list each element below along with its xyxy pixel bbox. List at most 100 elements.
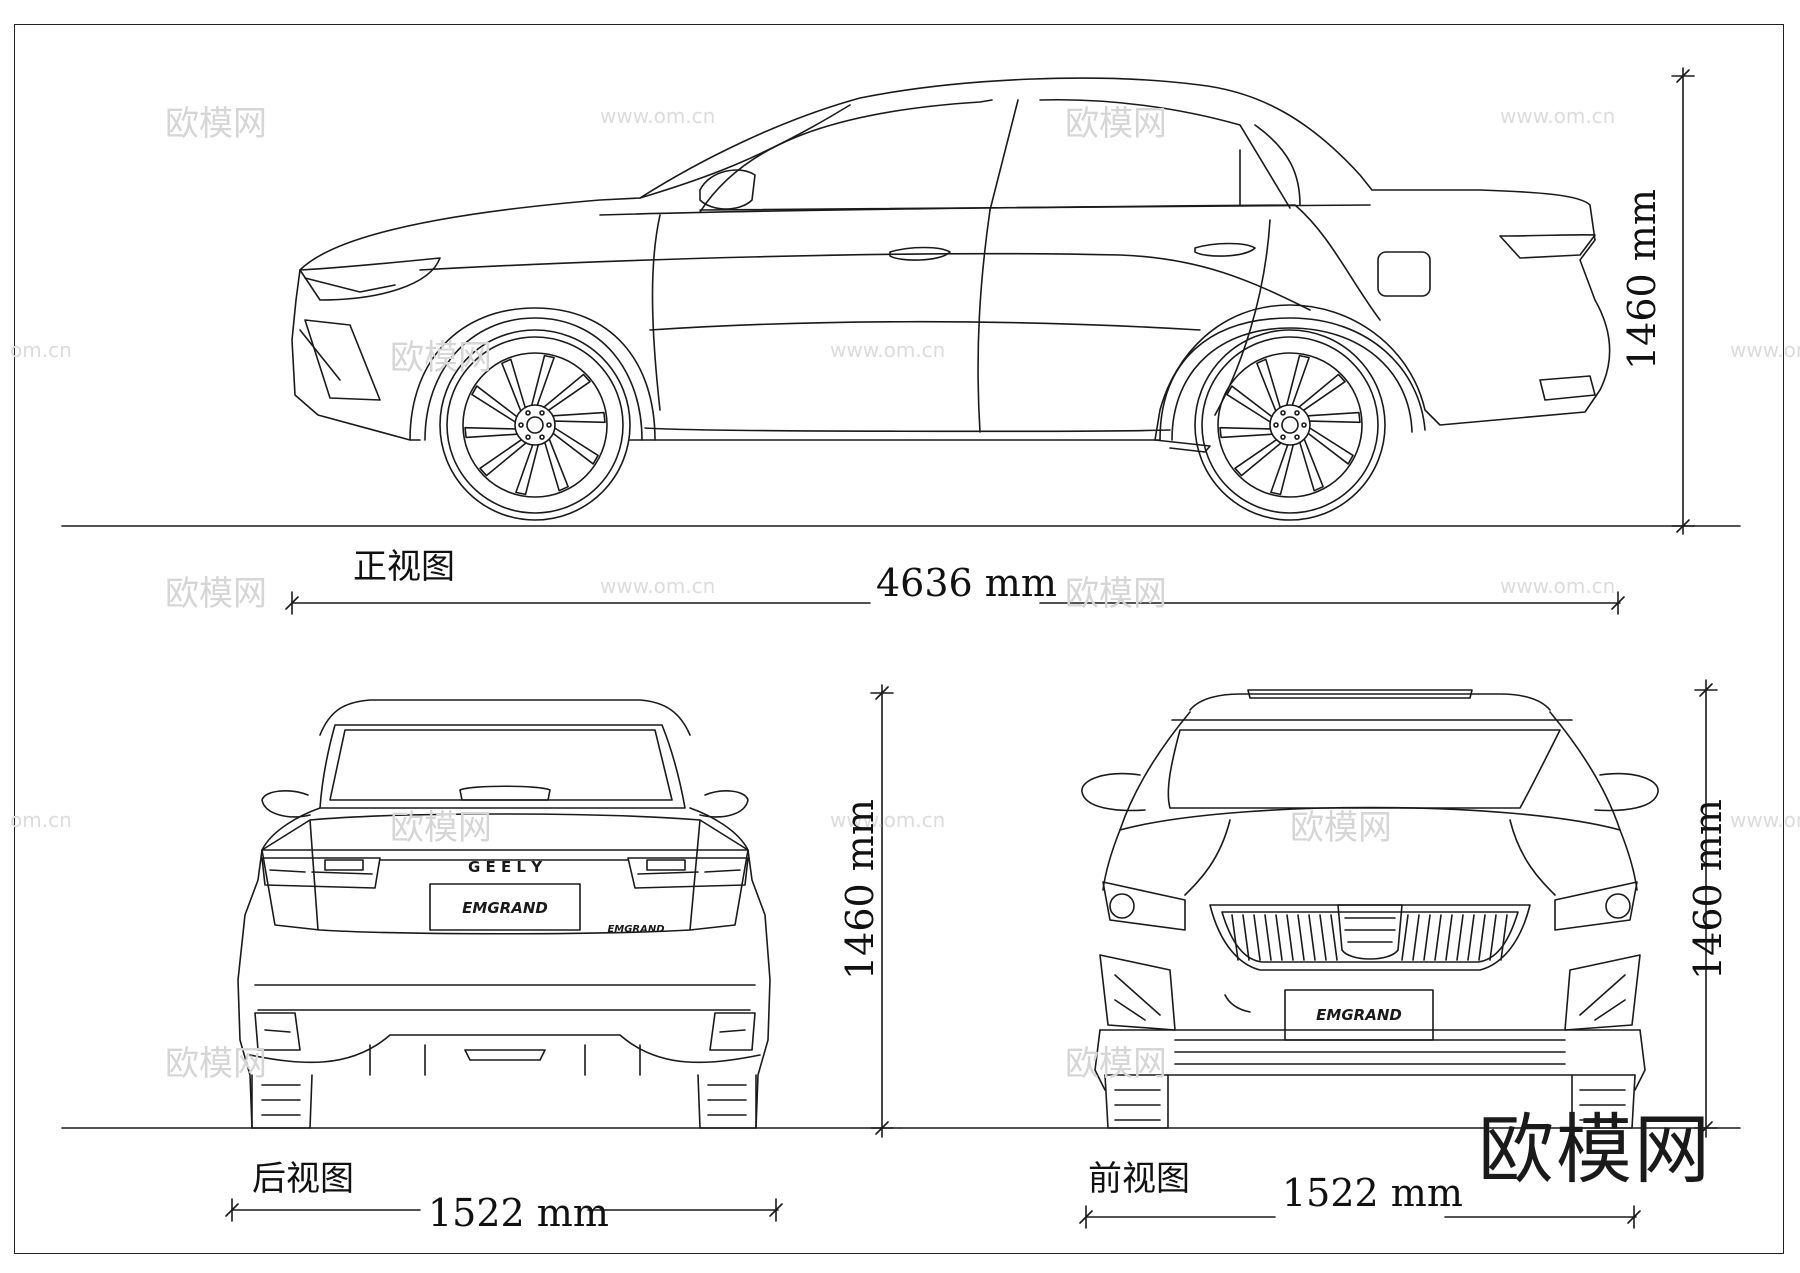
wheel-lug-nut [539, 434, 545, 440]
wheel-ring [1201, 336, 1379, 514]
side-height-dimension-text: 1460 mm [1620, 189, 1664, 370]
front-height-dimension-text: 1460 mm [1686, 799, 1730, 980]
rear-width-dimension [225, 1198, 783, 1222]
wheel-lug-nut [525, 410, 531, 416]
wheel-spoke [1219, 426, 1274, 439]
grille-bar [1500, 914, 1508, 961]
grille-bar [1467, 914, 1475, 961]
watermark-brand: 欧模网 [1065, 104, 1167, 144]
front-model-plate-text: EMGRAND [1316, 1006, 1402, 1024]
grille-bar [1489, 914, 1497, 961]
side-view-car [61, 77, 1741, 527]
wheel-spoke [1256, 358, 1281, 412]
wheel-spoke [551, 411, 606, 424]
front-view-car [899, 689, 1741, 1129]
wheel-lug-nut [539, 410, 545, 416]
wheel-lug-nut [1273, 422, 1279, 428]
wheel-ring [462, 352, 608, 498]
front-view-label: 前视图 [1088, 1159, 1190, 1199]
side-length-dimension [285, 591, 1625, 615]
wheel-spoke [1298, 373, 1346, 412]
wheel-spoke [544, 438, 569, 492]
grille-bar [1231, 914, 1239, 961]
grille-bar [1401, 914, 1409, 961]
wheel-spoke [1234, 438, 1282, 477]
watermark-url: om.cn [10, 338, 72, 362]
wheel-ring [1269, 404, 1311, 446]
watermark-url: www.om.cn [830, 808, 946, 832]
wheel-spoke [1307, 427, 1354, 465]
grille-bar [1275, 914, 1283, 961]
watermark-brand: 欧模网 [1065, 574, 1167, 614]
front-width-dimension-text: 1522 mm [1282, 1171, 1463, 1215]
watermark-url: www.om.cn [1730, 338, 1800, 362]
watermark-brand: 欧模网 [390, 338, 492, 378]
side-wheel [1194, 329, 1386, 521]
side-height-dimension [1671, 67, 1695, 535]
grille-bar [1264, 914, 1272, 961]
wheel-lug-nut [518, 422, 524, 428]
watermark-brand: 欧模网 [165, 1044, 267, 1084]
wheel-spoke [464, 426, 519, 439]
side-view-label: 正视图 [353, 547, 455, 587]
watermark-url: www.om.cn [1500, 104, 1616, 128]
rear-model-small-text: EMGRAND [607, 924, 664, 935]
grille-bar [1319, 914, 1327, 961]
wheel-ring [1281, 416, 1299, 434]
wheel-spoke [1226, 385, 1273, 423]
watermark-brand: 欧模网 [165, 104, 267, 144]
grille-bar [1330, 914, 1338, 961]
wheel-lug-nut [1301, 422, 1307, 428]
grille-bar [1297, 914, 1305, 961]
grille-bar [1308, 914, 1316, 961]
watermark-url: www.om.cn [830, 338, 946, 362]
rear-brand-lettering: G E E L Y [468, 858, 543, 876]
wheel-spoke [1299, 438, 1324, 492]
grille-bar [1253, 914, 1261, 961]
wheel-lug-nut [1294, 410, 1300, 416]
front-width-dimension [1079, 1205, 1641, 1229]
wheel-spoke [501, 358, 526, 412]
grille-bar [1412, 914, 1420, 961]
grille-bar [1286, 914, 1294, 961]
wheel-lug-nut [525, 434, 531, 440]
wheel-spoke [1306, 411, 1361, 424]
grille-bar [1478, 914, 1486, 961]
watermark-url: om.cn [10, 808, 72, 832]
wheel-lug-nut [1280, 434, 1286, 440]
watermark-url: www.om.cn [600, 104, 716, 128]
wheel-lug-nut [1280, 410, 1286, 416]
watermark-brand: 欧模网 [1290, 808, 1392, 848]
length-dimension-text: 4636 mm [876, 561, 1057, 605]
rear-width-dimension-text: 1522 mm [428, 1191, 609, 1235]
wheel-ring [526, 416, 544, 434]
wheel-ring [446, 336, 624, 514]
rear-view-car [61, 699, 901, 1129]
wheel-ring [514, 404, 556, 446]
grille-bar [1456, 914, 1464, 961]
drawing-frame [14, 24, 1784, 1254]
grille-bar [1445, 914, 1453, 961]
watermark-brand: 欧模网 [165, 574, 267, 614]
watermark-url: www.om.cn [600, 574, 716, 598]
wheel-lug-nut [546, 422, 552, 428]
rear-height-dimension [870, 684, 894, 1138]
rear-view-label: 后视图 [252, 1159, 354, 1199]
front-height-dimension [1694, 679, 1718, 1138]
wheel-ring [1217, 352, 1363, 498]
wheel-spoke [471, 385, 518, 423]
grille-bar [1242, 914, 1250, 961]
wheel-spoke [530, 354, 555, 407]
watermark-url: www.om.cn [1500, 574, 1616, 598]
wheel-spoke [552, 427, 599, 465]
side-body-outline [299, 77, 1611, 453]
wheel-spoke [1285, 354, 1310, 407]
wheel-spoke [1270, 443, 1295, 496]
grille-bar [1423, 914, 1431, 961]
front-grille-bars [1231, 914, 1508, 961]
rear-model-plate-text: EMGRAND [462, 899, 548, 917]
grille-bar [1434, 914, 1442, 961]
wheel-spoke [479, 438, 527, 477]
watermark-url: www.om.cn [1730, 808, 1800, 832]
